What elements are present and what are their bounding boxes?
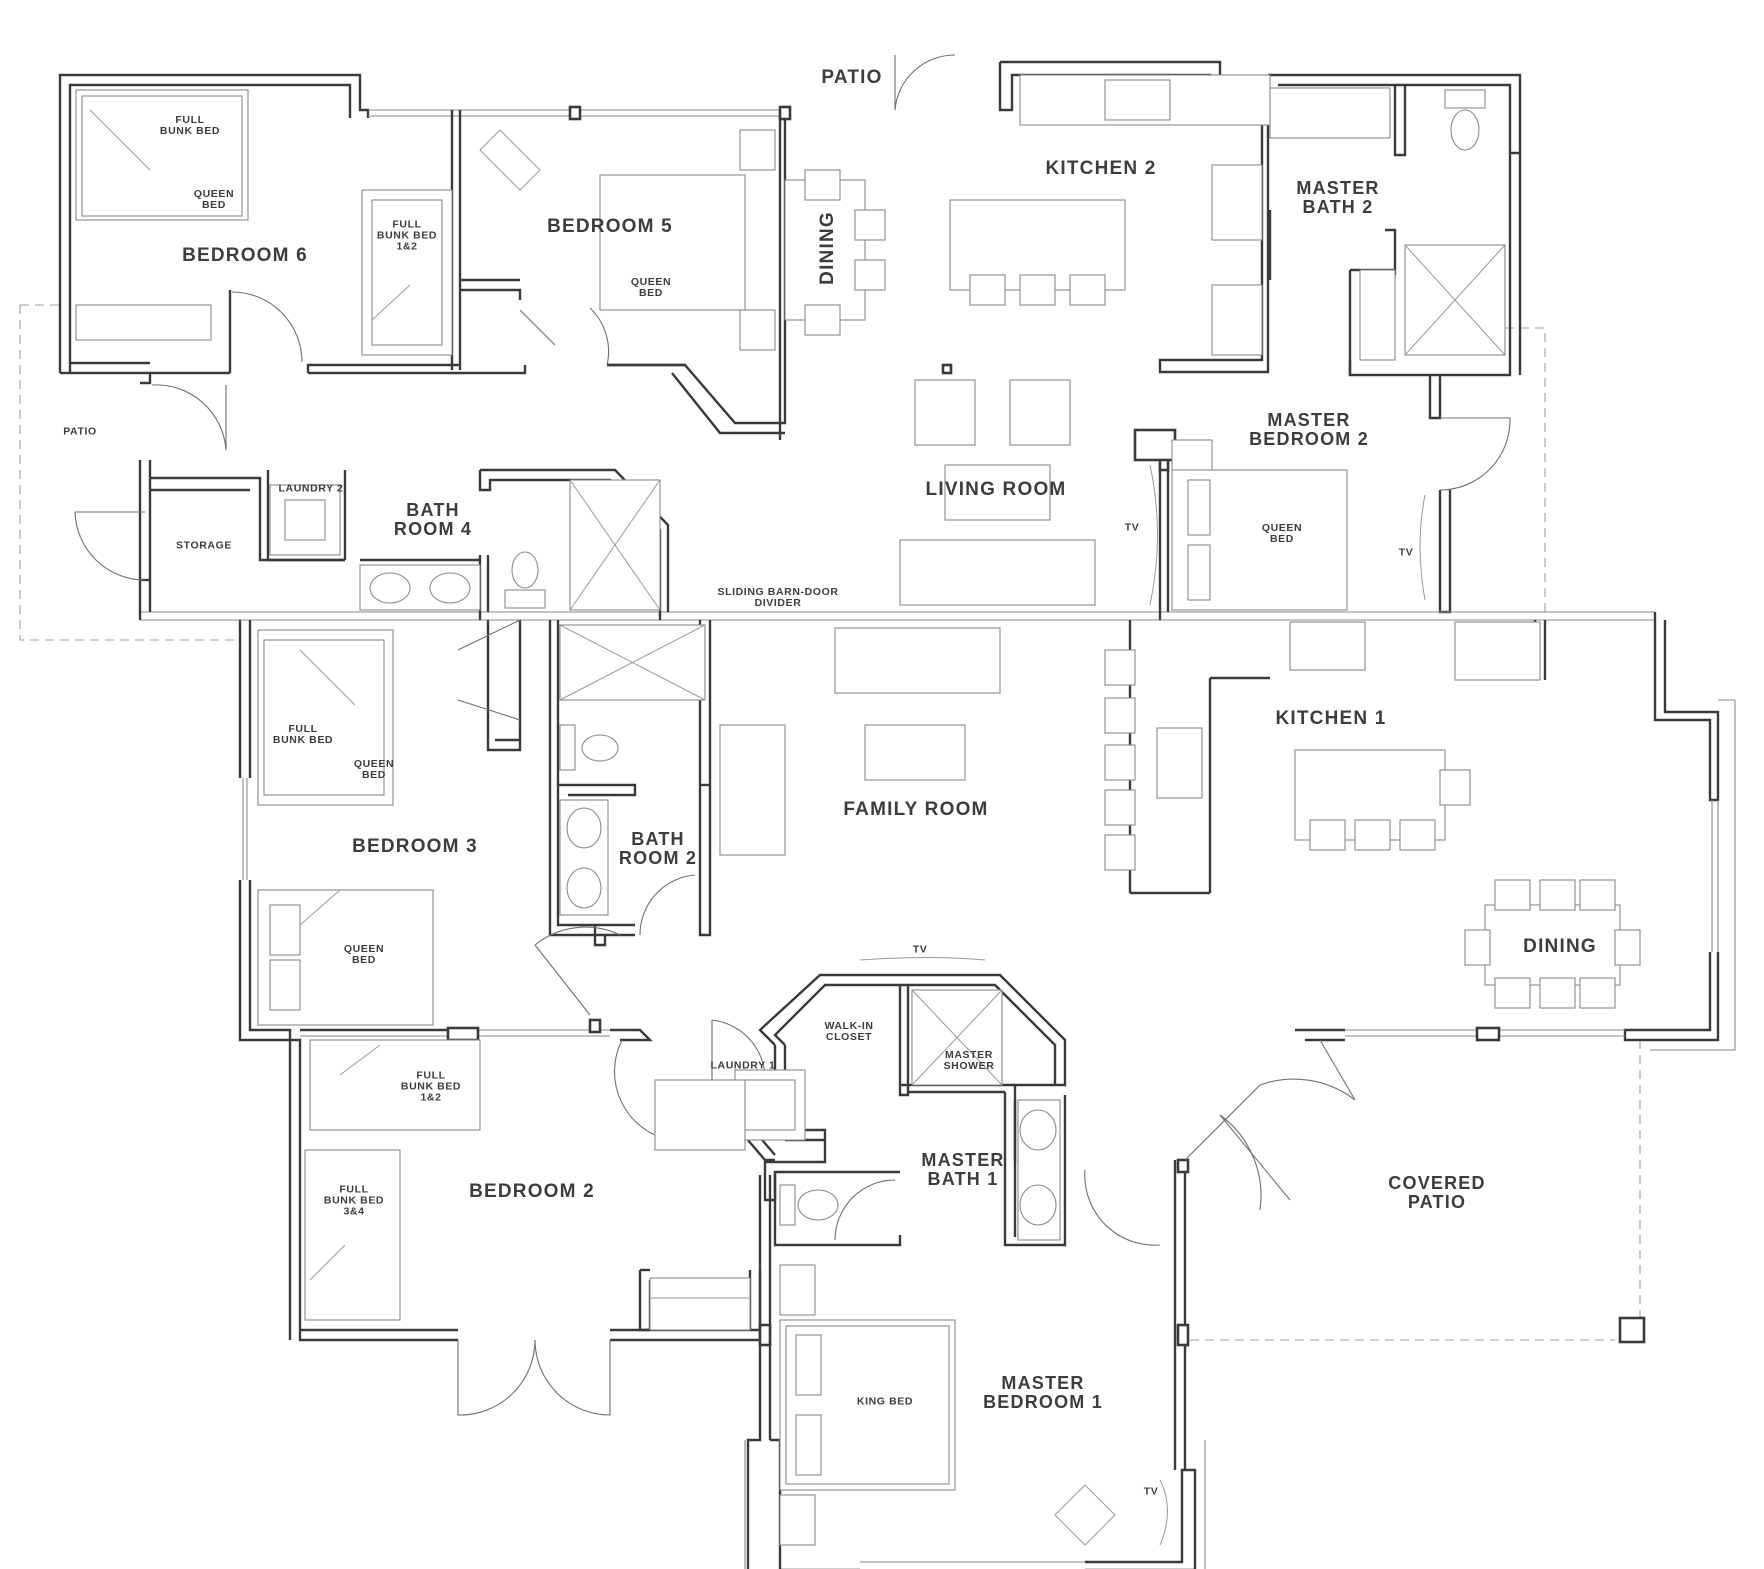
label-laundry-2: LAUNDRY 2	[278, 482, 344, 495]
label-b3-queen-bottom: QUEEN BED	[343, 942, 385, 966]
label-master-bedroom-2: MASTER BEDROOM 2	[1249, 410, 1369, 449]
label-tv-living: TV	[1124, 521, 1140, 534]
label-tv-master-bedroom-2: TV	[1398, 546, 1414, 559]
label-mb1-king-bed: KING BED	[856, 1395, 914, 1408]
label-b6-full-bunk: FULL BUNK BED	[159, 113, 221, 137]
label-master-shower: MASTER SHOWER	[943, 1048, 995, 1072]
label-patio-top: PATIO	[821, 67, 883, 89]
label-covered-patio: COVERED PATIO	[1388, 1173, 1486, 1212]
label-bathroom-2: BATH ROOM 2	[618, 829, 698, 868]
label-b5-queen: QUEEN BED	[630, 275, 672, 299]
label-b6-full-bunk-12: FULL BUNK BED 1&2	[376, 218, 438, 253]
label-bedroom-3: BEDROOM 3	[352, 836, 478, 858]
label-master-bedroom-1: MASTER BEDROOM 1	[983, 1373, 1103, 1412]
label-family-room: FAMILY ROOM	[843, 799, 989, 821]
label-laundry-1: LAUNDRY 1	[710, 1059, 776, 1072]
doors	[74, 54, 1511, 1416]
label-bathroom-4: BATH ROOM 4	[393, 500, 473, 539]
label-kitchen-2: KITCHEN 2	[1045, 158, 1157, 180]
label-b3-queen-top: QUEEN BED	[353, 757, 395, 781]
label-b3-full-bunk: FULL BUNK BED	[272, 722, 334, 746]
label-living-room: LIVING ROOM	[925, 479, 1067, 501]
label-tv-master-bedroom-1: TV	[1143, 1485, 1159, 1498]
label-mb2-queen: QUEEN BED	[1261, 521, 1303, 545]
label-tv-master-shower: TV	[912, 943, 928, 956]
label-b2-full-bunk-34: FULL BUNK BED 3&4	[323, 1183, 385, 1218]
furniture	[75, 74, 1641, 1546]
label-bedroom-5: BEDROOM 5	[547, 216, 673, 238]
label-patio-left: PATIO	[63, 425, 97, 438]
label-master-bath-2: MASTER BATH 2	[1296, 178, 1380, 217]
label-b2-full-bunk-12: FULL BUNK BED 1&2	[400, 1069, 462, 1104]
label-walk-in-closet: WALK-IN CLOSET	[824, 1019, 874, 1043]
label-dining-upper: DINING	[817, 211, 839, 285]
label-bedroom-6: BEDROOM 6	[182, 245, 308, 267]
label-master-bath-1: MASTER BATH 1	[921, 1150, 1005, 1189]
label-kitchen-1: KITCHEN 1	[1275, 708, 1387, 730]
label-bedroom-2: BEDROOM 2	[469, 1181, 595, 1203]
wall-posts	[446, 105, 1646, 1347]
label-storage: STORAGE	[176, 539, 232, 552]
label-sliding-barn-door: SLIDING BARN-DOOR DIVIDER	[717, 585, 839, 609]
label-dining-lower: DINING	[1523, 936, 1597, 958]
label-b6-queen: QUEEN BED	[193, 187, 235, 211]
